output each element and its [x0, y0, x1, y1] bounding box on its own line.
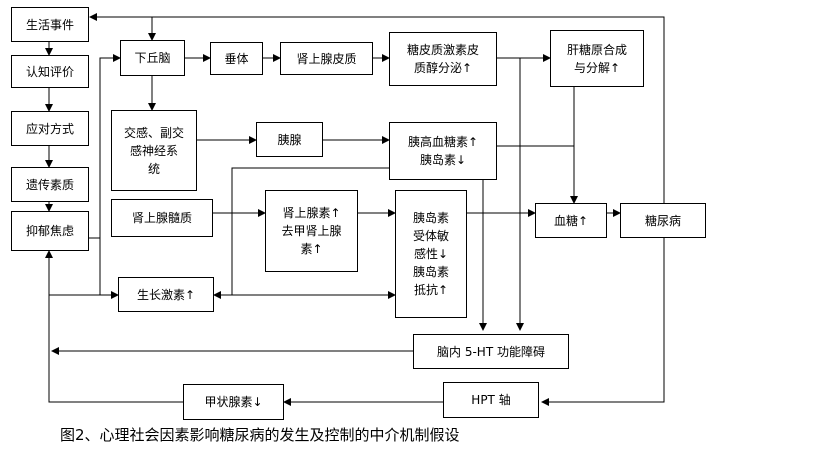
box-adrenal-cortex: 肾上腺皮质: [280, 42, 373, 75]
box-hypothalamus: 下丘脑: [120, 40, 185, 76]
box-growth-hormone: 生长激素↑: [118, 277, 214, 312]
box-depression-anxiety: 抑郁焦虑: [11, 211, 89, 251]
arrow-right-loop-to-hpt: [541, 391, 665, 406]
box-pituitary: 垂体: [210, 42, 263, 75]
box-epinephrine: 肾上腺素↑ 去甲肾上腺 素↑: [265, 190, 358, 272]
box-liver-glycogen: 肝糖原合成 与分解↑: [550, 30, 644, 87]
box-sympathetic-parasympathetic: 交感、副交 感神经系 统: [111, 110, 197, 191]
box-brain-5ht: 脑内 5-HT 功能障碍: [413, 334, 569, 369]
box-insulin-receptor: 胰岛素 受体敏 感性↓ 胰岛素 抵抗↑: [395, 190, 467, 318]
arrow-top-feedback-to-life-events: [89, 13, 665, 391]
box-diabetes: 糖尿病: [620, 203, 706, 238]
box-glucagon-insulin: 胰高血糖素↑ 胰岛素↓: [389, 122, 497, 180]
box-glucocorticoid: 糖皮质激素皮 质醇分泌↑: [389, 32, 497, 86]
arrow-thyroxine-to-depression: [45, 250, 183, 403]
box-thyroxine: 甲状腺素↓: [183, 384, 284, 420]
arrow-depression-to-hypothalamus: [88, 54, 121, 239]
box-genetic-quality: 遗传素质: [11, 167, 89, 202]
box-pancreas: 胰腺: [256, 122, 323, 157]
box-hpt-axis: HPT 轴: [443, 382, 539, 418]
box-cognitive-appraisal: 认知评价: [11, 55, 89, 88]
box-adrenal-medulla: 肾上腺髓质: [111, 199, 213, 237]
box-coping-style: 应对方式: [11, 111, 89, 146]
figure-caption: 图2、心理社会因素影响糖尿病的发生及控制的中介机制假设: [60, 426, 460, 444]
box-life-events: 生活事件: [11, 7, 89, 42]
box-blood-sugar: 血糖↑: [535, 203, 607, 238]
